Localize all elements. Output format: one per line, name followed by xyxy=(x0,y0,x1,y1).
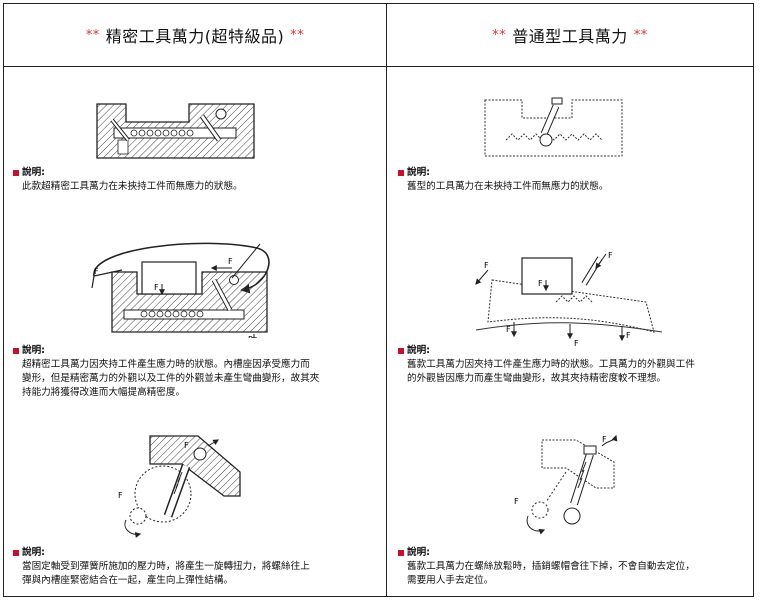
spring-axis-detail-diagram: F F xyxy=(118,435,241,538)
left-note-3: 說明: 當固定軸受到彈簧所施加的壓力時，將產生一旋轉扭力，將螺絲往上 彈與內槽座… xyxy=(13,546,379,588)
bullet-square-icon xyxy=(13,170,19,176)
bullet-square-icon xyxy=(13,550,19,556)
right-header: ** 普通型工具萬力 ** xyxy=(387,4,753,66)
table-frame xyxy=(3,3,754,597)
ordinary-vise-unloaded-diagram xyxy=(484,97,623,157)
right-title: 普通型工具萬力 xyxy=(512,27,628,46)
star-mark: ** xyxy=(492,27,507,43)
force-label: F xyxy=(248,335,253,338)
precision-vise-loaded-diagram: F F F F xyxy=(91,242,270,338)
star-mark: ** xyxy=(633,27,648,43)
bullet-square-icon xyxy=(398,550,404,556)
force-label: F xyxy=(184,441,189,450)
left-title: 精密工具萬力(超特級品) xyxy=(105,27,285,46)
bullet-square-icon xyxy=(13,348,19,354)
force-label: F xyxy=(154,283,159,292)
force-label: F xyxy=(484,261,489,270)
right-note-3: 說明: 舊款工具萬力在螺絲放鬆時，插銷螺帽會往下掉，不會自動去定位， 需要用人手… xyxy=(398,546,750,588)
force-label: F xyxy=(94,267,99,276)
ordinary-vise-loaded-diagram: F F F F F F xyxy=(475,251,663,348)
star-mark: ** xyxy=(85,27,100,43)
force-label: F xyxy=(626,331,631,340)
right-note-2: 說明: 舊款工具萬力因夾持工件產生應力時的狀態。工具萬力的外觀與工件 的外觀皆因… xyxy=(398,344,750,386)
bullet-square-icon xyxy=(398,170,404,176)
right-note-1: 說明: 舊型的工具萬力在未挾持工件而無應力的狀態。 xyxy=(398,166,750,194)
left-note-1: 說明: 此款超精密工具萬力在未挾持工件而無應力的狀態。 xyxy=(13,166,379,194)
force-label: F xyxy=(574,339,579,348)
spring-balls xyxy=(130,129,194,137)
loose-pin-detail-diagram: F F xyxy=(514,434,618,535)
force-label: F xyxy=(602,435,607,444)
precision-vise-unloaded-diagram xyxy=(96,103,255,159)
force-label: F xyxy=(118,491,123,500)
force-label: F xyxy=(608,251,613,260)
header-divider xyxy=(3,66,754,67)
bullet-square-icon xyxy=(398,348,404,354)
left-note-2: 說明: 超精密工具萬力因夾持工件產生應力時的狀態。內槽座因承受應力而 變形，但是… xyxy=(13,344,379,400)
left-header: ** 精密工具萬力(超特級品) ** xyxy=(4,4,386,66)
force-label: F xyxy=(228,257,233,266)
force-label: F xyxy=(514,497,519,506)
star-mark: ** xyxy=(290,27,305,43)
force-label: F xyxy=(506,325,511,334)
column-divider xyxy=(386,3,387,597)
force-label: F xyxy=(538,279,543,288)
